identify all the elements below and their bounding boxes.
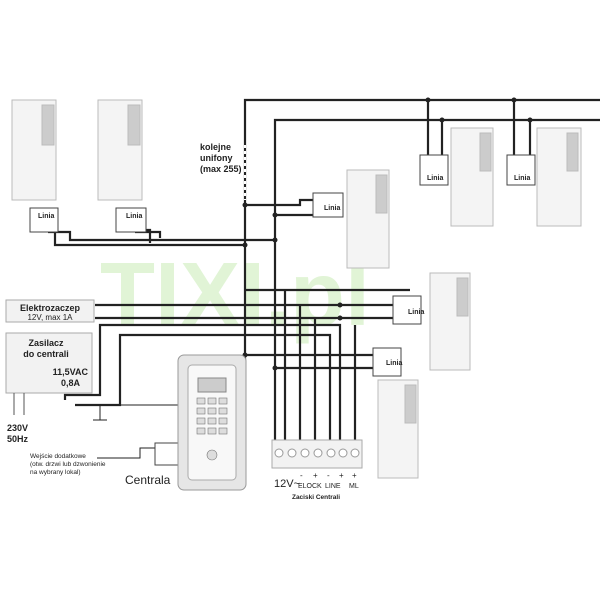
wejscie-desc: (otw. drzwi lub dzwonienie xyxy=(30,461,106,468)
handset xyxy=(346,169,390,269)
terminal-sign: - xyxy=(327,471,330,480)
handset xyxy=(11,99,57,201)
kolejne-label: kolejne xyxy=(200,142,231,152)
linia-label: Linia xyxy=(514,175,530,182)
handsets xyxy=(11,99,582,479)
centrala-panel xyxy=(177,354,247,491)
zaciski-terminal-block: 12V~ - + - + + ELOCK LINE ML Zaciski Cen… xyxy=(271,439,363,501)
linia-terminals xyxy=(29,154,536,377)
terminal-sign: + xyxy=(313,471,318,480)
wejscie-desc2: na wybrany lokal) xyxy=(30,469,81,476)
terminal-elock: ELOCK xyxy=(298,483,322,490)
watermark: TIXI.pl xyxy=(100,245,370,345)
zasilacz-subtitle: do centrali xyxy=(23,349,69,359)
handset xyxy=(450,127,494,227)
max-label: (max 255) xyxy=(200,164,242,174)
centrala-label: Centrala xyxy=(125,473,171,487)
linia-label: Linia xyxy=(408,309,424,316)
terminal-line: LINE xyxy=(325,483,341,490)
elektrozaczep-title: Elektrozaczep xyxy=(20,303,81,313)
terminal-sign: - xyxy=(300,471,303,480)
zasilacz-title: Zasilacz xyxy=(28,338,64,348)
handset xyxy=(536,127,582,227)
unifony-label: unifony xyxy=(200,153,233,163)
handset xyxy=(97,99,143,201)
linia-label: Linia xyxy=(386,360,402,367)
mains-frequency: 50Hz xyxy=(7,434,29,444)
terminal-12v: 12V~ xyxy=(274,478,300,490)
linia-label: Linia xyxy=(324,205,340,212)
linia-label: Linia xyxy=(38,213,54,220)
linia-label: Linia xyxy=(126,213,142,220)
handset xyxy=(429,272,471,371)
terminal-ml: ML xyxy=(349,483,359,490)
terminal-sign: + xyxy=(352,471,357,480)
handset xyxy=(377,379,419,479)
current-label: 0,8A xyxy=(61,378,81,388)
wejscie-label: Wejście dodatkowe xyxy=(30,453,86,460)
mains-voltage: 230V xyxy=(7,423,28,433)
terminal-sign: + xyxy=(339,471,344,480)
zaciski-label: Zaciski Centrali xyxy=(292,494,340,501)
elektrozaczep-spec: 12V, max 1A xyxy=(27,313,73,322)
voltage-label: 11,5VAC xyxy=(53,367,89,377)
linia-label: Linia xyxy=(427,175,443,182)
